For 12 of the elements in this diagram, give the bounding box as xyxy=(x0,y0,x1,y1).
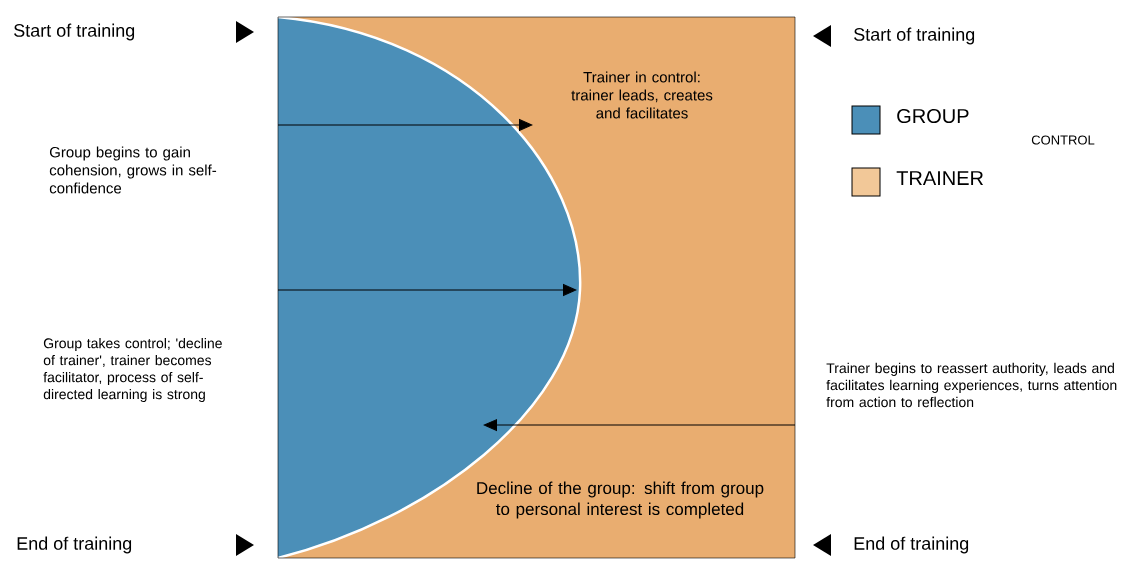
annotation-text: Start of training xyxy=(14,23,135,41)
annotation-text: Decline of the group: shift from group to personal interest is completed xyxy=(477,481,764,519)
annotation-text: Start of training xyxy=(854,27,975,45)
legend-label: TRAINER xyxy=(896,171,984,185)
annotation-text: End of training xyxy=(854,536,969,554)
annotation-text: Trainer begins to reassert authority, leads and facilitates learning experiences, turns attention from action to reflection xyxy=(826,362,1117,408)
legend-label: GROUP xyxy=(897,108,969,124)
annotation-text: Trainer in control: trainer leads, creates and facilitates xyxy=(571,71,713,119)
annotation-text: CONTROL xyxy=(1031,135,1095,145)
annotation-text: Group begins to gain cohension, grows in self-confidence xyxy=(49,146,217,194)
annotation-text: End of training xyxy=(17,536,132,554)
annotation-text: Group takes control; 'decline of trainer', trainer becomes facilitator, process of self-directed learning is strong xyxy=(43,338,222,403)
